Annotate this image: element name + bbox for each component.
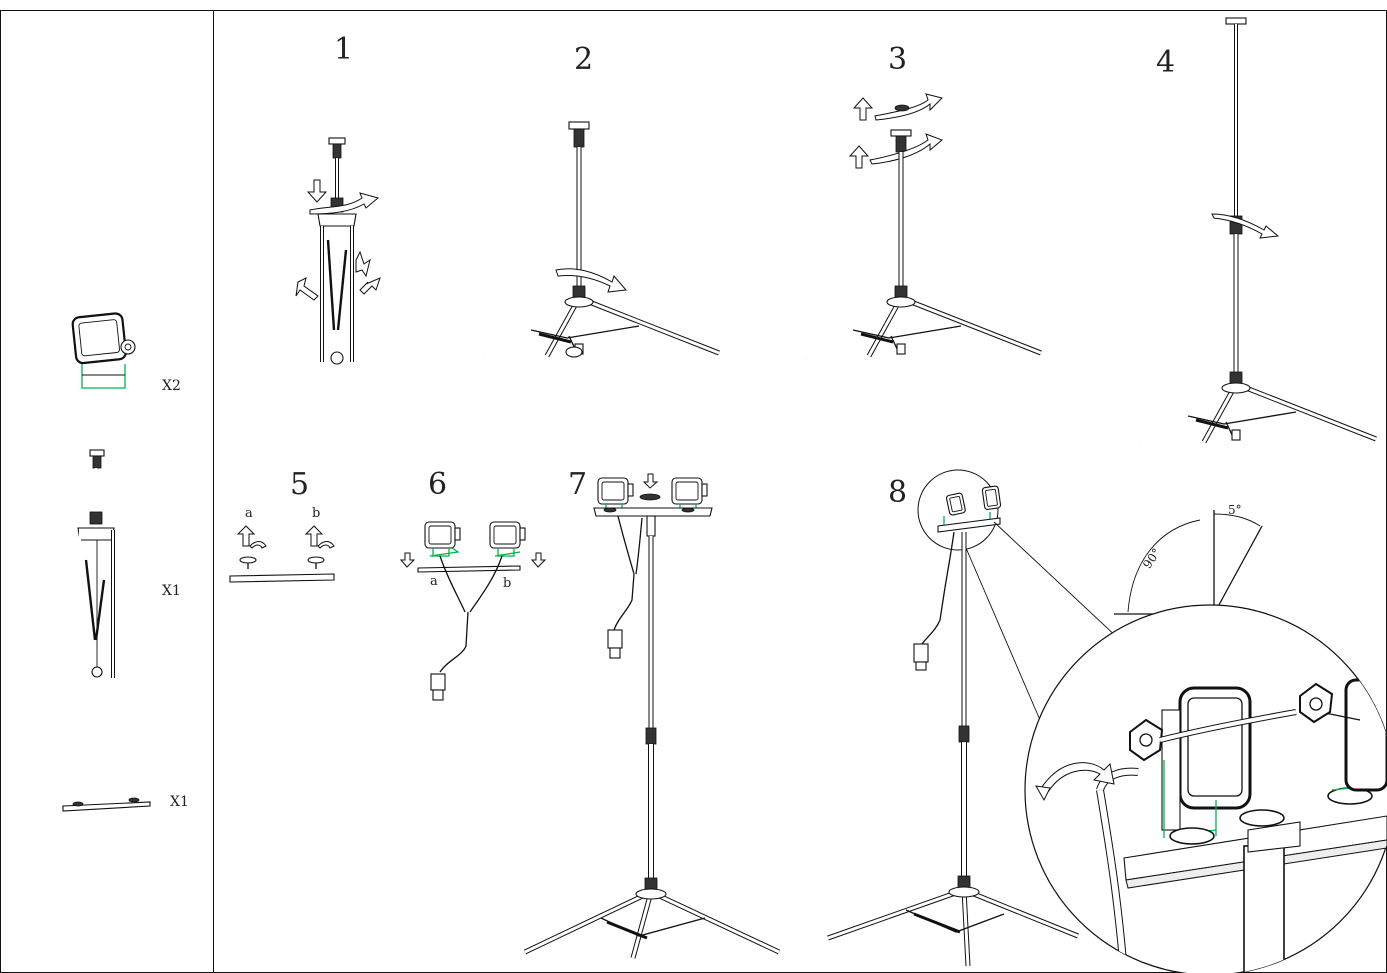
step-2-number: 2 xyxy=(574,42,593,77)
angle-diagram: 90° 5° xyxy=(1114,503,1263,615)
step-3-number: 3 xyxy=(888,42,907,77)
step-7-number: 7 xyxy=(568,467,587,502)
step-7: 7 xyxy=(523,467,781,959)
step-6-number: 6 xyxy=(428,467,447,502)
step-5: 5 a b xyxy=(229,467,335,583)
step-1: 1 xyxy=(295,32,381,365)
tripod-qty: X1 xyxy=(162,583,181,599)
part-crossbar: X1 xyxy=(62,794,189,812)
step-8-number: 8 xyxy=(888,475,907,510)
step-1-number: 1 xyxy=(334,32,353,67)
detail-callout-circle xyxy=(917,469,999,551)
step-6: 6 a b xyxy=(399,467,547,701)
step-5-label-a: a xyxy=(245,506,253,521)
step-8: 8 xyxy=(827,469,1387,973)
detail-magnified xyxy=(1024,604,1387,973)
crossbar-qty: X1 xyxy=(170,794,189,810)
angle-90-label: 90° xyxy=(1140,546,1164,571)
part-floodlight: X2 xyxy=(71,312,181,394)
step-5-number: 5 xyxy=(290,467,309,502)
step-6-label-b: b xyxy=(503,576,511,591)
step-2: 2 xyxy=(484,42,719,358)
step-5-label-b: b xyxy=(312,506,320,521)
step-6-label-a: a xyxy=(430,574,438,589)
part-tripod: X1 xyxy=(77,449,181,678)
step-4: 4 xyxy=(1141,17,1376,444)
step-3: 3 xyxy=(806,42,1041,358)
floodlight-qty: X2 xyxy=(162,378,181,394)
step-4-number: 4 xyxy=(1156,45,1175,80)
angle-5-label: 5° xyxy=(1228,503,1242,517)
